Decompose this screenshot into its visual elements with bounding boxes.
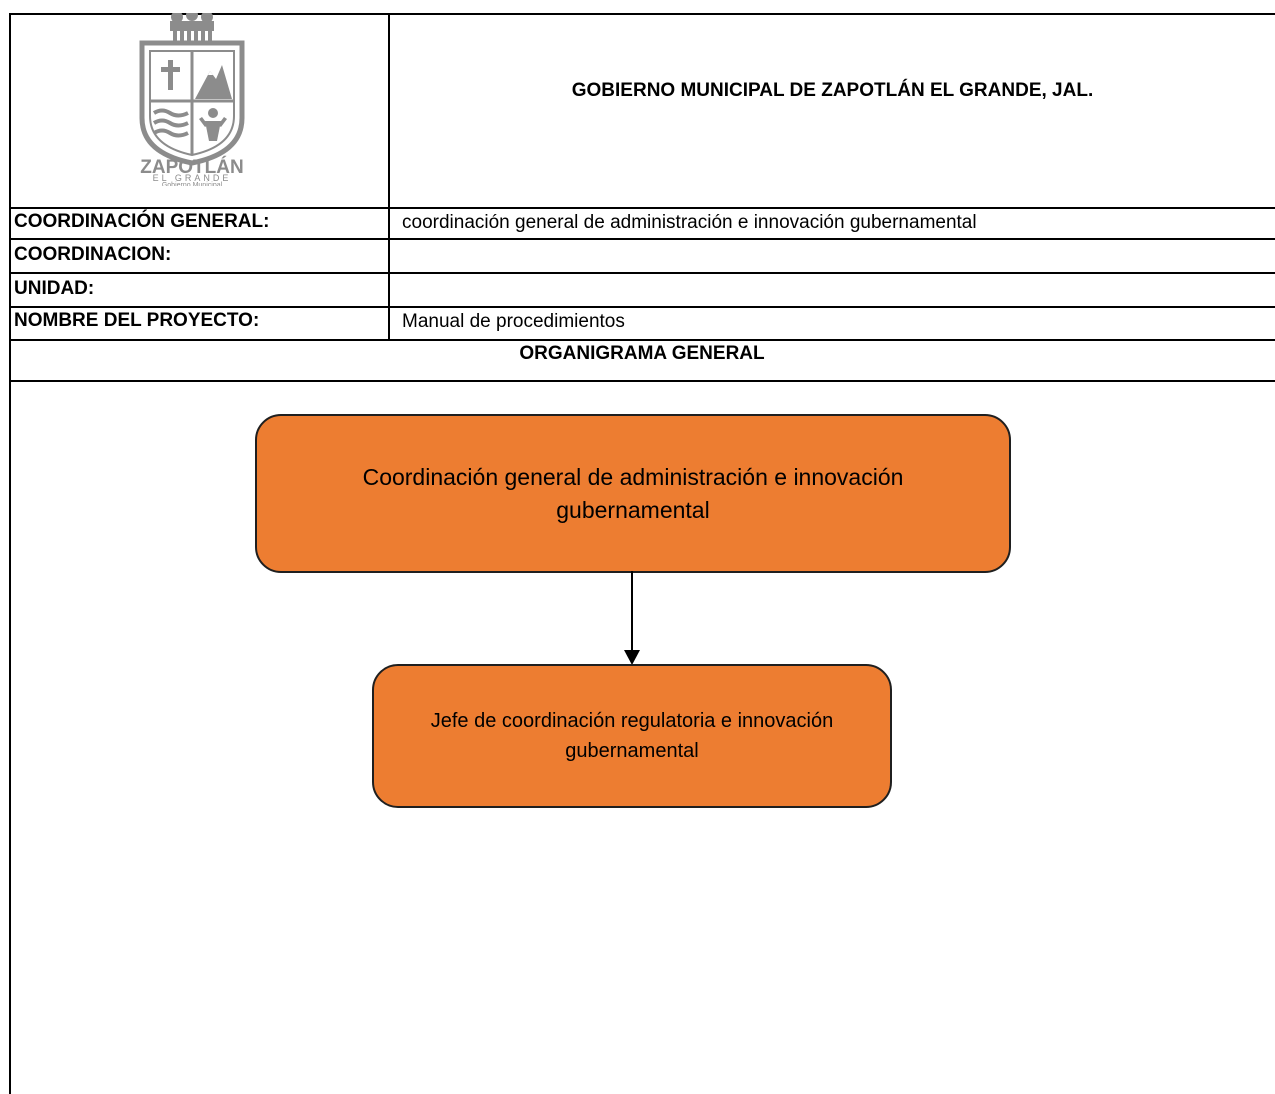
org-connector-line — [631, 571, 633, 651]
row-divider — [9, 339, 1275, 341]
divider-vertical — [388, 13, 390, 340]
org-node-label: Jefe de coordinación regulatoria e innov… — [430, 710, 834, 762]
field-value-coordinacion-general: coordinación general de administración e… — [402, 212, 977, 233]
arrow-down-icon — [624, 650, 640, 665]
org-node-coordinacion-general: Coordinación general de administración e… — [255, 414, 1011, 573]
org-chart-title: ORGANIGRAMA GENERAL — [519, 343, 765, 364]
org-node-jefe-coordinacion: Jefe de coordinación regulatoria e innov… — [372, 664, 892, 808]
field-label-coordinacion-general: COORDINACIÓN GENERAL: — [14, 211, 270, 232]
row-divider — [9, 207, 1275, 209]
logo-subname: EL GRANDE — [153, 173, 232, 183]
row-divider — [9, 306, 1275, 308]
org-node-label: Coordinación general de administración e… — [362, 463, 904, 523]
logo-name: ZAPOTLÁN — [140, 156, 243, 178]
row-divider — [9, 272, 1275, 274]
border-left — [9, 13, 11, 1094]
border-top — [9, 13, 1275, 15]
row-divider — [9, 380, 1275, 382]
field-value-nombre-proyecto: Manual de procedimientos — [402, 311, 625, 332]
field-label-coordinacion: COORDINACION: — [14, 244, 172, 265]
field-label-unidad: UNIDAD: — [14, 278, 95, 299]
logo-caption: Gobierno Municipal — [162, 182, 223, 186]
field-label-nombre-proyecto: NOMBRE DEL PROYECTO: — [14, 310, 260, 331]
municipal-coat-of-arms-logo: ZAPOTLÁN EL GRANDE Gobierno Municipal — [139, 13, 245, 186]
row-divider — [9, 238, 1275, 240]
document-title: GOBIERNO MUNICIPAL DE ZAPOTLÁN EL GRANDE… — [571, 80, 1094, 101]
